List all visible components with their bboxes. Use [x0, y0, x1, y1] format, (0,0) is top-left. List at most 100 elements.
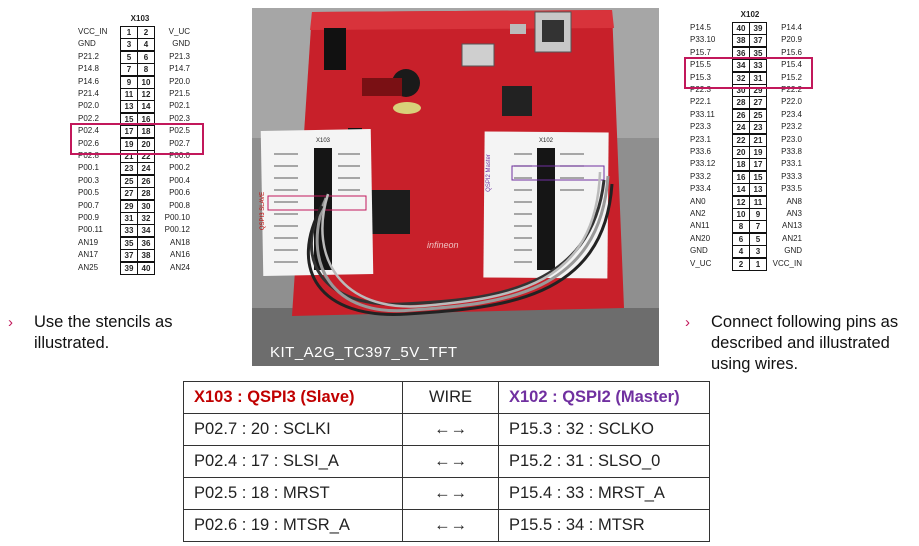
- pin-number: 37: [749, 34, 767, 48]
- pin-right-name: AN18: [169, 237, 190, 247]
- pin-left-name: AN19: [78, 237, 99, 247]
- pin-right-name: P23.2: [781, 122, 802, 132]
- pin-left-name: P15.3: [690, 72, 711, 82]
- board-photo: X103 X102 QSPI3 SLAVE QSPI2 Master infin…: [252, 8, 659, 366]
- pin-number: 9: [749, 208, 767, 221]
- pin-right-name: P15.6: [781, 47, 802, 57]
- pin-number: 2: [732, 257, 750, 271]
- pin-number: 28: [137, 187, 155, 201]
- pin-right-name: GND: [172, 39, 190, 49]
- qspi2-master-label: QSPI2 Master: [485, 154, 492, 192]
- pin-number: 27: [120, 187, 138, 201]
- master-pin-cell: P15.4 : 33 : MRST_A: [498, 477, 710, 510]
- pin-number: 30: [137, 199, 155, 213]
- pin-number: 38: [732, 34, 750, 48]
- pin-left-name: P02.6: [78, 138, 99, 148]
- pin-number: 11: [749, 195, 767, 209]
- pin-number: 26: [137, 174, 155, 188]
- pin-right-name: AN24: [169, 262, 190, 272]
- pin-right-name: AN13: [781, 221, 802, 231]
- pin-number: 16: [732, 170, 750, 184]
- pin-number: 31: [749, 71, 767, 85]
- pin-number: 32: [137, 212, 155, 225]
- left-instruction: › Use the stencils as illustrated.: [8, 312, 204, 354]
- pin-left-name: P14.5: [690, 23, 711, 32]
- pin-number: 7: [749, 220, 767, 234]
- master-pin-cell: P15.5 : 34 : MTSR: [498, 509, 710, 542]
- pin-right-name: P00.10: [164, 213, 190, 222]
- pin-left-name: P02.4: [78, 126, 99, 136]
- pin-right-name: P23.4: [781, 109, 802, 119]
- pin-number: 27: [749, 96, 767, 110]
- pin-right-name: P15.2: [781, 72, 802, 82]
- pin-number: 37: [120, 249, 138, 263]
- pin-number: 3: [749, 245, 767, 259]
- pin-left-name: AN17: [78, 250, 99, 260]
- pin-right-name: P33.1: [781, 159, 802, 169]
- pin-number: 16: [137, 112, 155, 126]
- pin-left-name: AN25: [78, 262, 99, 272]
- slave-pin-cell: P02.4 : 17 : SLSI_A: [183, 445, 403, 478]
- pin-left-name: P33.10: [690, 35, 716, 45]
- pin-number: 25: [749, 108, 767, 122]
- x103-title: X103: [130, 14, 150, 23]
- pin-left-name: P21.2: [78, 51, 99, 61]
- pin-number: 22: [732, 133, 750, 147]
- pin-number: 24: [137, 162, 155, 176]
- pin-number: 5: [749, 232, 767, 246]
- pin-left-name: P00.7: [78, 200, 99, 210]
- pin-left-name: P33.11: [690, 109, 715, 119]
- pin-left-name: P02.2: [78, 113, 99, 123]
- pin-right-name: P33.5: [781, 184, 802, 194]
- x103-highlight-box: [70, 123, 204, 155]
- pin-number: 31: [120, 212, 138, 225]
- pin-left-name: AN2: [690, 209, 706, 218]
- x102-title: X102: [740, 10, 760, 19]
- pin-number: 14: [137, 100, 155, 114]
- left-instruction-text: Use the stencils as illustrated.: [34, 313, 173, 352]
- wire-arrow-icon: ←→: [402, 445, 499, 478]
- pin-right-name: P22.0: [781, 97, 802, 107]
- pin-right-name: P15.4: [781, 60, 802, 70]
- x102-photo-label: X102: [539, 138, 554, 144]
- wiring-table: X103 : QSPI3 (Slave) WIRE X102 : QSPI2 (…: [183, 381, 710, 542]
- pin-left-name: P22.3: [690, 85, 711, 94]
- pin-number: 14: [732, 183, 750, 197]
- pin-number: 18: [137, 125, 155, 139]
- pin-left-name: P22.1: [690, 97, 711, 107]
- pin-number: 35: [120, 236, 138, 250]
- pin-number: 40: [137, 261, 155, 275]
- pin-left-name: P23.1: [690, 134, 711, 144]
- master-pin-cell: P15.3 : 32 : SCLKO: [498, 413, 710, 446]
- pin-number: 11: [120, 88, 138, 101]
- pin-right-name: P02.5: [169, 126, 190, 136]
- pin-right-name: P00.12: [164, 225, 190, 235]
- pin-number: 29: [120, 199, 138, 213]
- pin-number: 6: [137, 50, 155, 64]
- pin-right-name: P21.5: [169, 89, 190, 98]
- pin-number: 7: [120, 63, 138, 77]
- pin-right-name: P22.2: [781, 85, 802, 94]
- pin-left-name: P02.0: [78, 101, 99, 111]
- pin-number: 26: [732, 108, 750, 122]
- pin-left-name: P33.6: [690, 147, 711, 156]
- pin-number: 23: [749, 121, 767, 135]
- x103-photo-label: X103: [316, 138, 331, 144]
